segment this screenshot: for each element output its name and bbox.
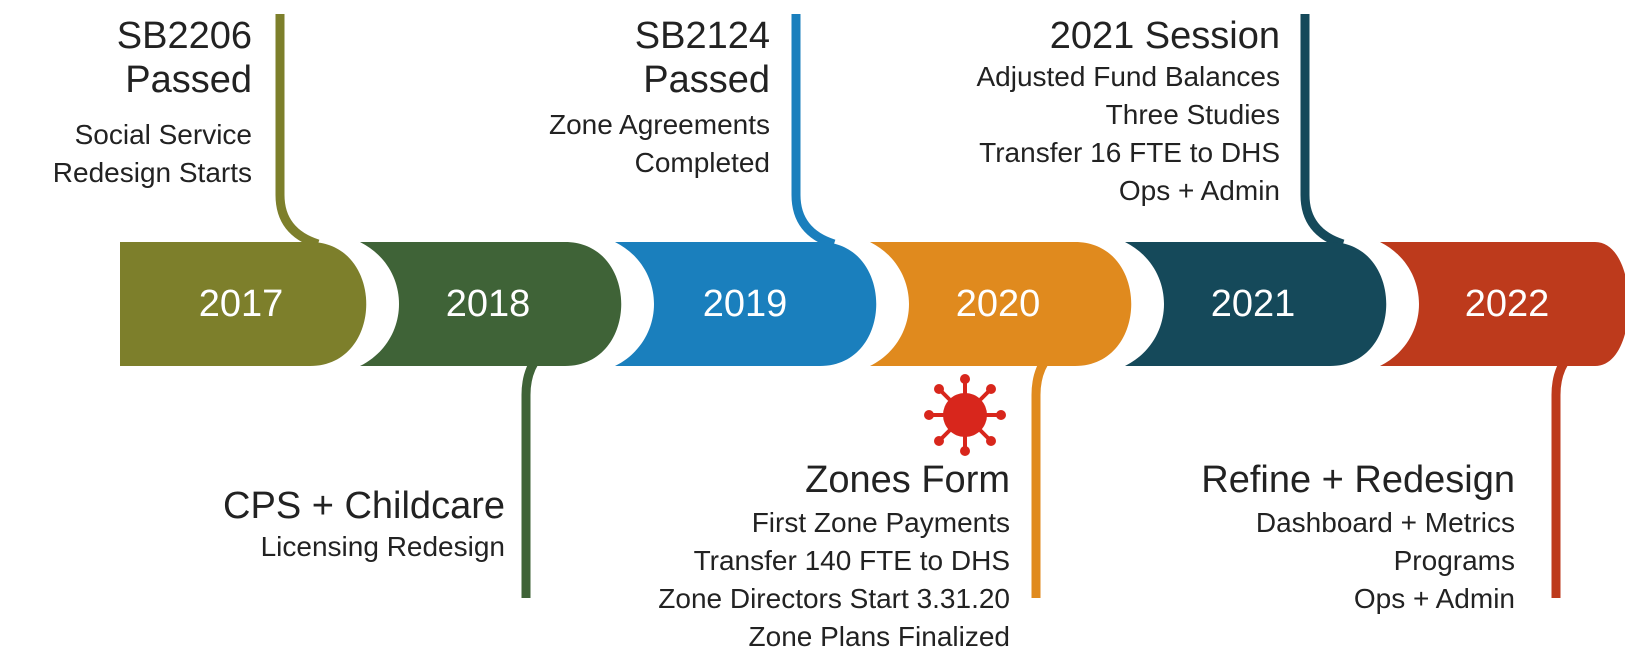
milestone-2020-line-1: First Zone Payments: [751, 507, 1010, 538]
milestone-2021-line-2: Three Studies: [1105, 99, 1280, 130]
milestone-2019-title-2: Passed: [643, 59, 770, 101]
connector-2017: [275, 14, 320, 249]
connector-2018: [521, 335, 563, 598]
segment-2019: [615, 242, 877, 366]
milestone-2021-line-4: Ops + Admin: [1118, 175, 1280, 206]
milestone-2022-title-1: Refine + Redesign: [1201, 459, 1515, 501]
milestone-2017-title-2: Passed: [125, 59, 252, 101]
milestone-2022: Refine + Redesign Dashboard + Metrics Pr…: [1201, 458, 1515, 618]
segment-2017: [120, 242, 367, 366]
milestone-2021-title-1: 2021 Session: [1049, 15, 1280, 57]
milestone-2018-line-1: Licensing Redesign: [260, 531, 505, 562]
segment-2018: [360, 242, 622, 366]
milestone-2018-title-1: CPS + Childcare: [223, 485, 505, 527]
milestone-2019-line-1: Zone Agreements: [548, 109, 770, 140]
year-2020-label: 2020: [956, 283, 1041, 325]
milestone-2021: 2021 Session Adjusted Fund Balances Thre…: [976, 14, 1280, 210]
year-2017-label: 2017: [199, 283, 284, 325]
segment-2020: [870, 242, 1132, 366]
segment-2021: [1125, 242, 1387, 366]
virus-icon: [924, 374, 1006, 456]
milestone-2018: CPS + Childcare Licensing Redesign: [223, 484, 505, 566]
milestone-2022-line-3: Ops + Admin: [1353, 583, 1515, 614]
year-2018-label: 2018: [446, 283, 531, 325]
segment-2022: [1380, 242, 1625, 366]
milestone-2022-line-2: Programs: [1393, 545, 1515, 576]
milestone-2021-line-1: Adjusted Fund Balances: [976, 61, 1280, 92]
milestone-2019-line-2: Completed: [634, 147, 770, 178]
milestone-2017: SB2206 Passed Social Service Redesign St…: [53, 14, 252, 192]
milestone-2019-title-1: SB2124: [634, 15, 770, 57]
connector-2021: [1300, 14, 1345, 249]
milestone-2020-line-2: Transfer 140 FTE to DHS: [693, 545, 1010, 576]
milestone-2020: Zones Form First Zone Payments Transfer …: [658, 458, 1010, 656]
milestone-2017-title-1: SB2206: [116, 15, 252, 57]
milestone-2020-title-1: Zones Form: [805, 459, 1010, 501]
milestone-2020-line-4: Zone Plans Finalized: [748, 621, 1010, 652]
milestone-2021-line-3: Transfer 16 FTE to DHS: [979, 137, 1280, 168]
milestone-2020-line-3: Zone Directors Start 3.31.20: [658, 583, 1010, 614]
milestone-2022-line-1: Dashboard + Metrics: [1255, 507, 1515, 538]
connector-2019: [791, 14, 836, 249]
year-2021-label: 2021: [1211, 283, 1296, 325]
year-2022-label: 2022: [1465, 283, 1550, 325]
milestone-2019: SB2124 Passed Zone Agreements Completed: [549, 14, 770, 182]
connector-2020: [1031, 335, 1073, 598]
milestone-2017-line-2: Redesign Starts: [52, 157, 252, 188]
year-2019-label: 2019: [703, 283, 788, 325]
milestone-2017-line-1: Social Service: [74, 119, 252, 150]
connector-2022: [1551, 335, 1593, 598]
